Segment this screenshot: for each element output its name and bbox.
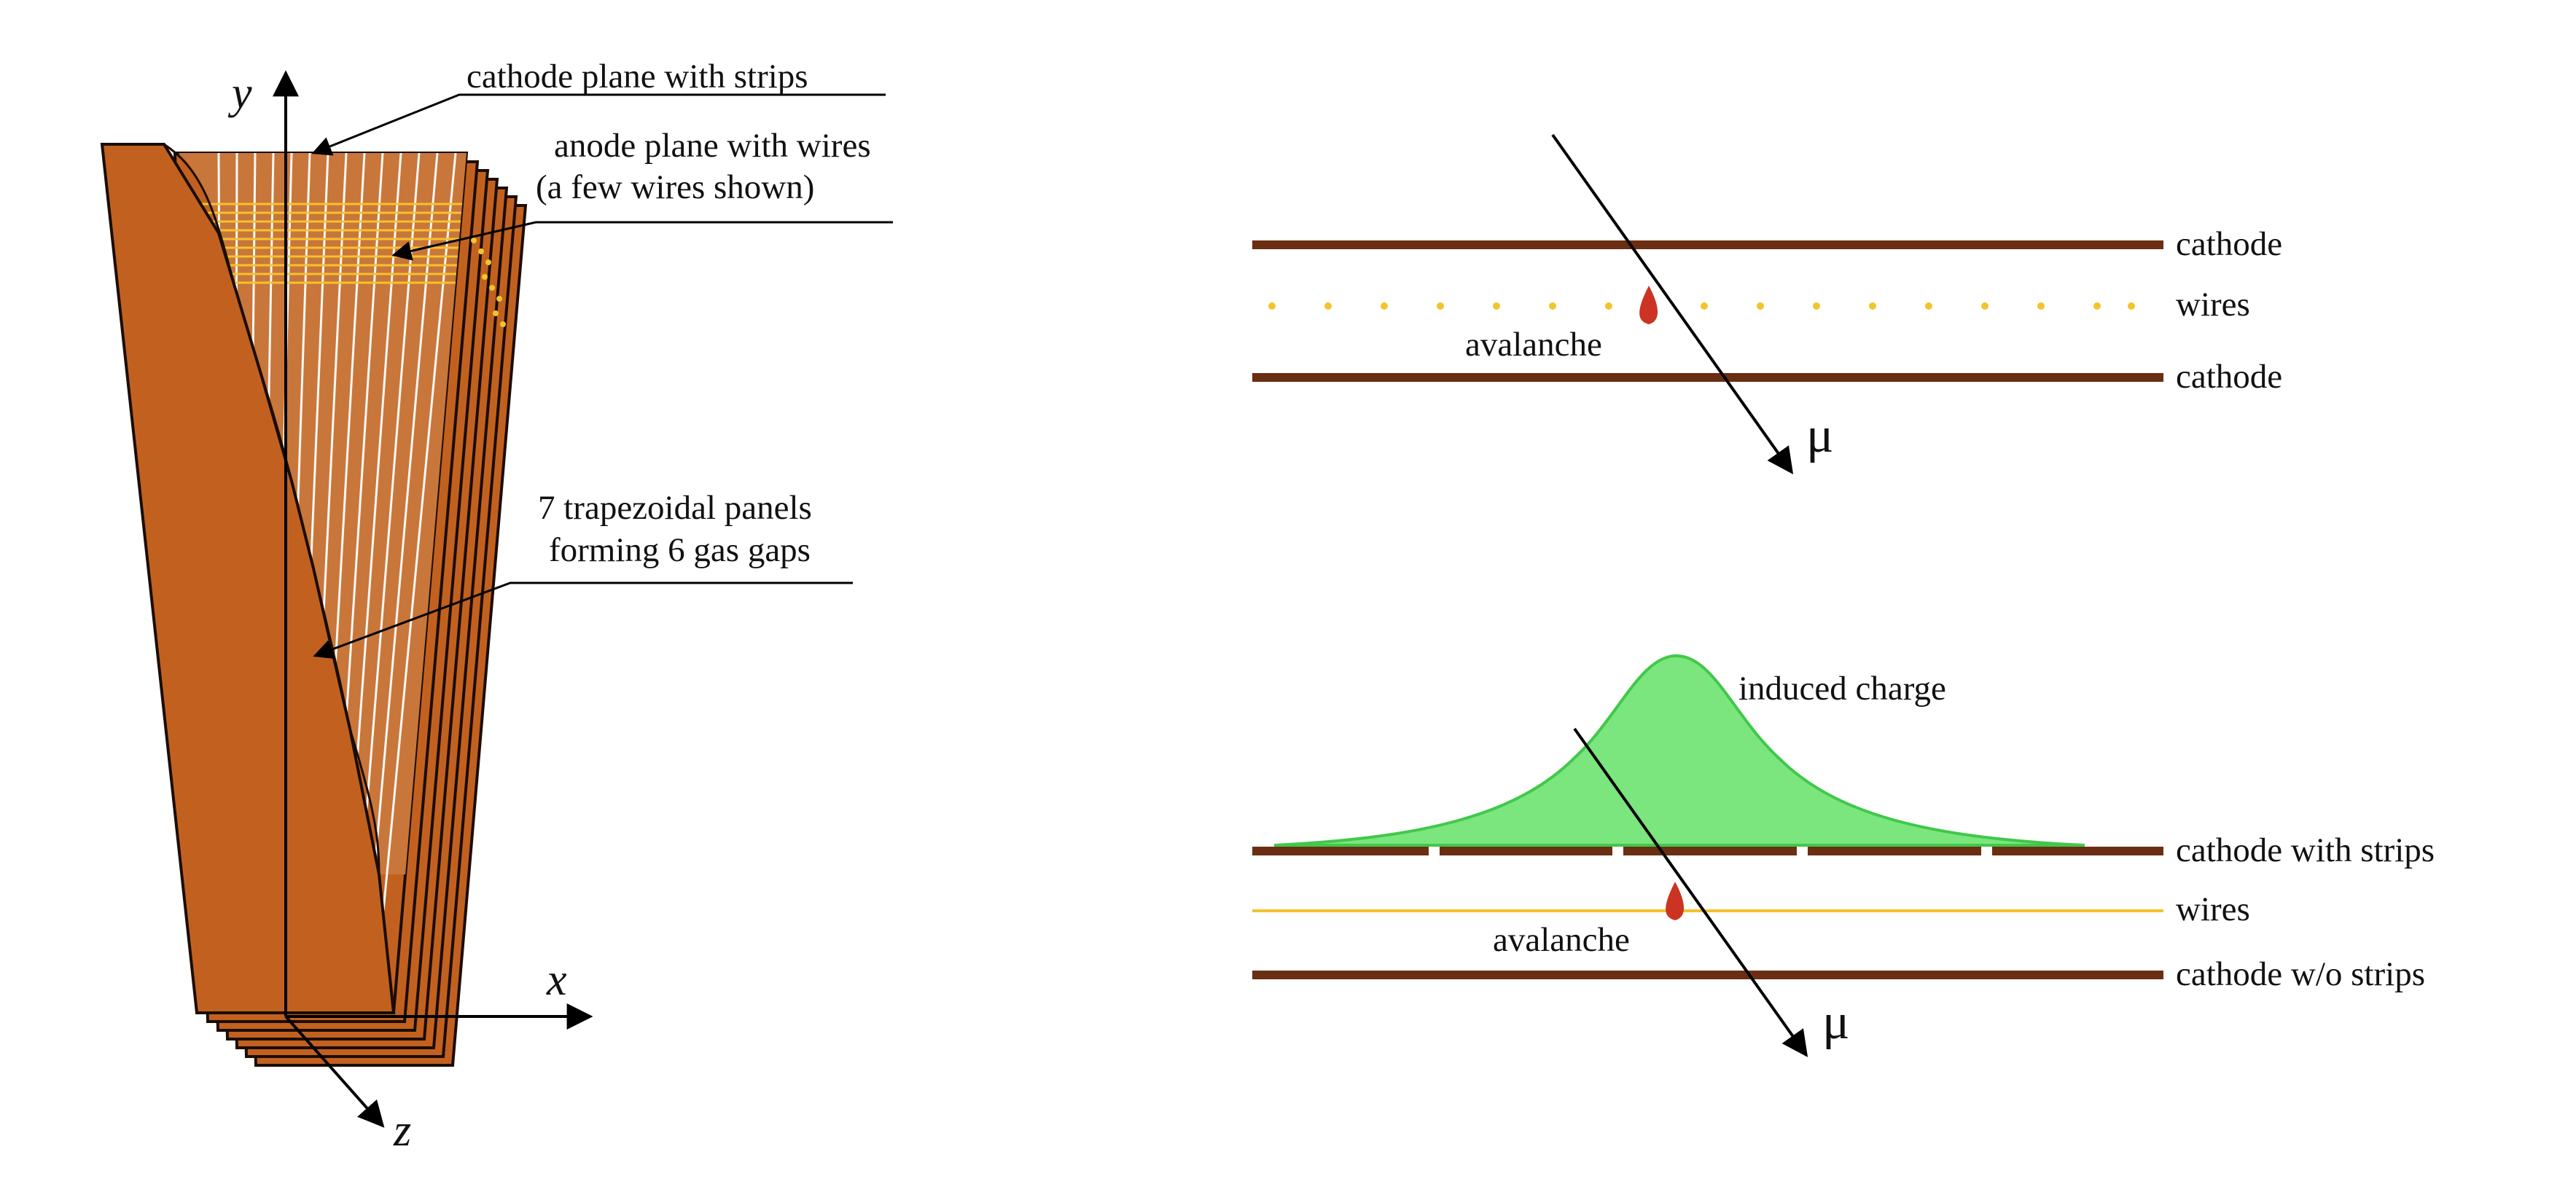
induced-charge-cross-section: induced charge cathode with strips wires…: [1252, 654, 2435, 1057]
induced-charge-curve: [1273, 654, 2085, 847]
label-wires-top: wires: [2176, 286, 2250, 324]
label-wires-bottom: wires: [2176, 890, 2250, 928]
label-panels-1: 7 trapezoidal panels: [538, 489, 812, 527]
label-mu-bottom: μ: [1822, 994, 1850, 1050]
label-anode-plane-1: anode plane with wires: [554, 127, 871, 165]
callout-panels: [313, 581, 853, 659]
callout-anode: [391, 221, 893, 261]
callout-cathode: [311, 93, 886, 156]
label-mu-top: μ: [1806, 407, 1834, 463]
avalanche-drop-bottom: [1666, 882, 1685, 920]
label-avalanche-top: avalanche: [1465, 326, 1602, 364]
label-panels-2: forming 6 gas gaps: [549, 531, 811, 569]
z-axis: [284, 1015, 385, 1128]
label-avalanche-bottom: avalanche: [1493, 921, 1630, 959]
y-axis-label: y: [227, 68, 252, 118]
label-cathode-top: cathode: [2176, 225, 2282, 263]
label-cathode-strips: cathode with strips: [2176, 831, 2435, 869]
wire-plane-cross-section: cathode wires cathode avalanche μ: [1252, 133, 2282, 474]
label-induced-charge: induced charge: [1738, 670, 1946, 708]
wire-ends: [471, 238, 506, 327]
muon-track-bottom: [1573, 727, 1808, 1057]
wire-dots: [1268, 302, 2135, 310]
muon-track-top: [1551, 133, 1794, 474]
label-cathode-plane: cathode plane with strips: [467, 58, 808, 95]
label-anode-plane-2: (a few wires shown): [536, 168, 814, 206]
label-cathode-bottom: cathode: [2176, 358, 2282, 396]
label-cathode-no-strips: cathode w/o strips: [2176, 955, 2425, 993]
x-axis-label: x: [546, 955, 567, 1005]
z-axis-label: z: [393, 1106, 411, 1156]
csc-chamber: y x z cathode plane with strips anode pl…: [100, 58, 893, 1156]
avalanche-drop-top: [1639, 286, 1658, 324]
